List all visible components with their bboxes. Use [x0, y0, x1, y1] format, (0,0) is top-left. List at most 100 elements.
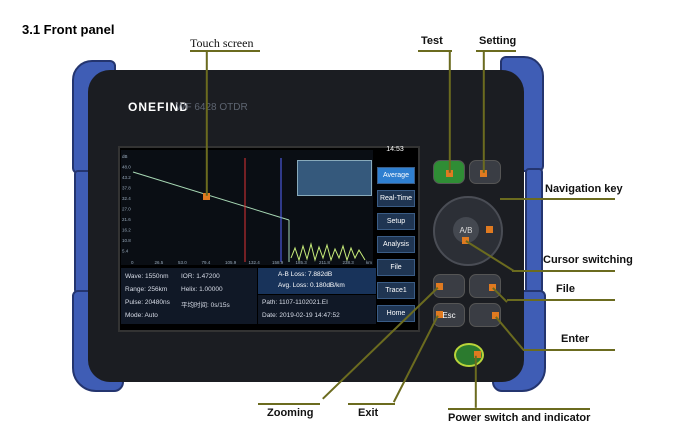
x-tick-label: km: [366, 260, 372, 265]
leader-test-h: [418, 50, 452, 52]
trace-line: [132, 171, 290, 221]
x-tick-label: 132.4: [249, 260, 261, 265]
trace-svg: dB 48.0 43.2 37.8 32.4 27.0 21.6 16.2 10.8 5.4 0 2…: [122, 154, 372, 265]
mode-value: Auto: [144, 312, 158, 319]
callout-exit: Exit: [358, 407, 379, 419]
loss-panel: A-B Loss: 7.882dB Avg. Loss: 0.180dB/km: [258, 268, 376, 294]
x-tick-label: 53.0: [178, 260, 187, 265]
marker-navigation: [486, 226, 493, 233]
file-key[interactable]: [469, 274, 501, 298]
ab-loss-label: A-B Loss:: [278, 271, 307, 278]
pulse-label: Pulse:: [125, 299, 144, 306]
leader-touch-screen-v: [206, 50, 208, 196]
y-tick-label: 37.8: [122, 186, 131, 191]
x-tick-label: 0: [131, 260, 134, 265]
model-label: WF 6428 OTDR: [176, 102, 248, 113]
leader-setting-v: [483, 50, 485, 173]
leader-cursor-h: [512, 270, 615, 272]
power-switch[interactable]: [454, 343, 484, 367]
average-button[interactable]: Average: [377, 167, 415, 184]
x-tick-label: 26.5: [155, 260, 164, 265]
y-tick-label: 48.0: [122, 165, 131, 170]
x-tick-label: 158.9: [272, 260, 284, 265]
y-tick-label: 32.4: [122, 196, 131, 201]
brand-logo: ONEFIND: [128, 100, 189, 114]
range-value: 256km: [147, 286, 168, 293]
trace1-button[interactable]: Trace1: [377, 282, 415, 299]
trace-overview-inset: [297, 160, 372, 196]
y-tick-label: 27.0: [122, 207, 131, 212]
callout-zooming: Zooming: [267, 407, 314, 419]
leader-exit-h: [348, 403, 395, 405]
date-label: Date:: [262, 312, 278, 319]
wave-value: 1550nm: [145, 273, 169, 280]
x-tick-label: 185.3: [296, 260, 308, 265]
wave-label: Wave:: [125, 273, 144, 280]
y-axis-ticks: dB 48.0 43.2 37.8 32.4 27.0 21.6 16.2 10.8 5.4: [122, 154, 131, 254]
setup-button[interactable]: Setup: [377, 213, 415, 230]
marker-setting: [480, 170, 487, 177]
x-tick-label: 79.4: [202, 260, 211, 265]
avg-loss-label: Avg. Loss:: [278, 282, 309, 289]
pulse-value: 20480ns: [144, 299, 170, 306]
marker-cursor: [462, 237, 469, 244]
ior-value: 1.47200: [196, 273, 220, 280]
path-value: 1107-1102021.EI: [279, 299, 328, 306]
leader-touch-screen-h: [190, 50, 260, 52]
esc-key[interactable]: Esc: [433, 303, 465, 327]
mode-label: Mode:: [125, 312, 144, 319]
range-label: Range:: [125, 286, 146, 293]
avg-loss-value: 0.180dB/km: [310, 282, 345, 289]
marker-power: [474, 351, 481, 358]
clock: 14:53: [386, 146, 404, 153]
marker-exit: [436, 311, 443, 318]
leader-setting-h: [476, 50, 516, 52]
y-tick-label: 21.6: [122, 217, 131, 222]
marker-enter: [492, 312, 499, 319]
callout-setting: Setting: [479, 35, 517, 47]
callout-enter: Enter: [561, 333, 590, 345]
x-tick-label: 238.3: [343, 260, 355, 265]
callout-cursor-switching: Cursor switching: [543, 254, 633, 266]
helix-value: 1.00000: [199, 286, 223, 293]
y-tick-label: 16.2: [122, 228, 131, 233]
ab-loss-value: 7.882dB: [308, 271, 333, 278]
leader-enter-h: [523, 349, 615, 351]
y-tick-label: 10.8: [122, 238, 131, 243]
y-tick-label: dB: [122, 154, 128, 159]
y-tick-label: 43.2: [122, 175, 131, 180]
file-button[interactable]: File: [377, 259, 415, 276]
callout-navigation-key: Navigation key: [545, 183, 623, 195]
section-heading: 3.1 Front panel: [22, 22, 115, 37]
marker-zoom: [436, 283, 443, 290]
leader-zoom-h: [258, 403, 320, 405]
x-tick-label: 211.8: [319, 260, 330, 265]
date-value: 2019-02-19 14:47:52: [279, 312, 340, 319]
callout-touch-screen: Touch screen: [190, 36, 254, 50]
x-tick-label: 105.9: [225, 260, 237, 265]
path-label: Path:: [262, 299, 278, 306]
bumper-side-right: [525, 168, 543, 294]
leader-power-h: [448, 408, 590, 410]
x-axis-ticks: 0 26.5 53.0 79.4 105.9 132.4 158.9 185.3 211.8 23…: [131, 260, 372, 265]
marker-touch-screen: [203, 193, 210, 200]
file-path-panel: Path: 1107-1102021.EI Date: 2019-02-19 1…: [258, 295, 376, 324]
leader-file-h: [507, 299, 615, 301]
noise-floor: [290, 242, 366, 262]
ior-label: IOR:: [181, 273, 195, 280]
leader-test-v: [449, 50, 451, 173]
callout-power: Power switch and indicator: [448, 412, 591, 424]
measurement-info-panel: Wave: 1550nm IOR: 1.47200 Range: 256km H…: [121, 268, 257, 324]
y-tick-label: 5.4: [122, 249, 129, 254]
helix-label: Helix:: [181, 286, 198, 293]
avg-time-value: 0s/15s: [210, 302, 230, 309]
callout-test: Test: [421, 35, 443, 47]
marker-test: [446, 170, 453, 177]
avg-time-label: 平均时间:: [181, 302, 209, 309]
analysis-button[interactable]: Analysis: [377, 236, 415, 253]
leader-power-v: [475, 355, 477, 408]
callout-file: File: [556, 283, 575, 295]
setting-key[interactable]: [469, 160, 501, 184]
leader-navigation: [500, 198, 615, 200]
real-time-button[interactable]: Real-Time: [377, 190, 415, 207]
